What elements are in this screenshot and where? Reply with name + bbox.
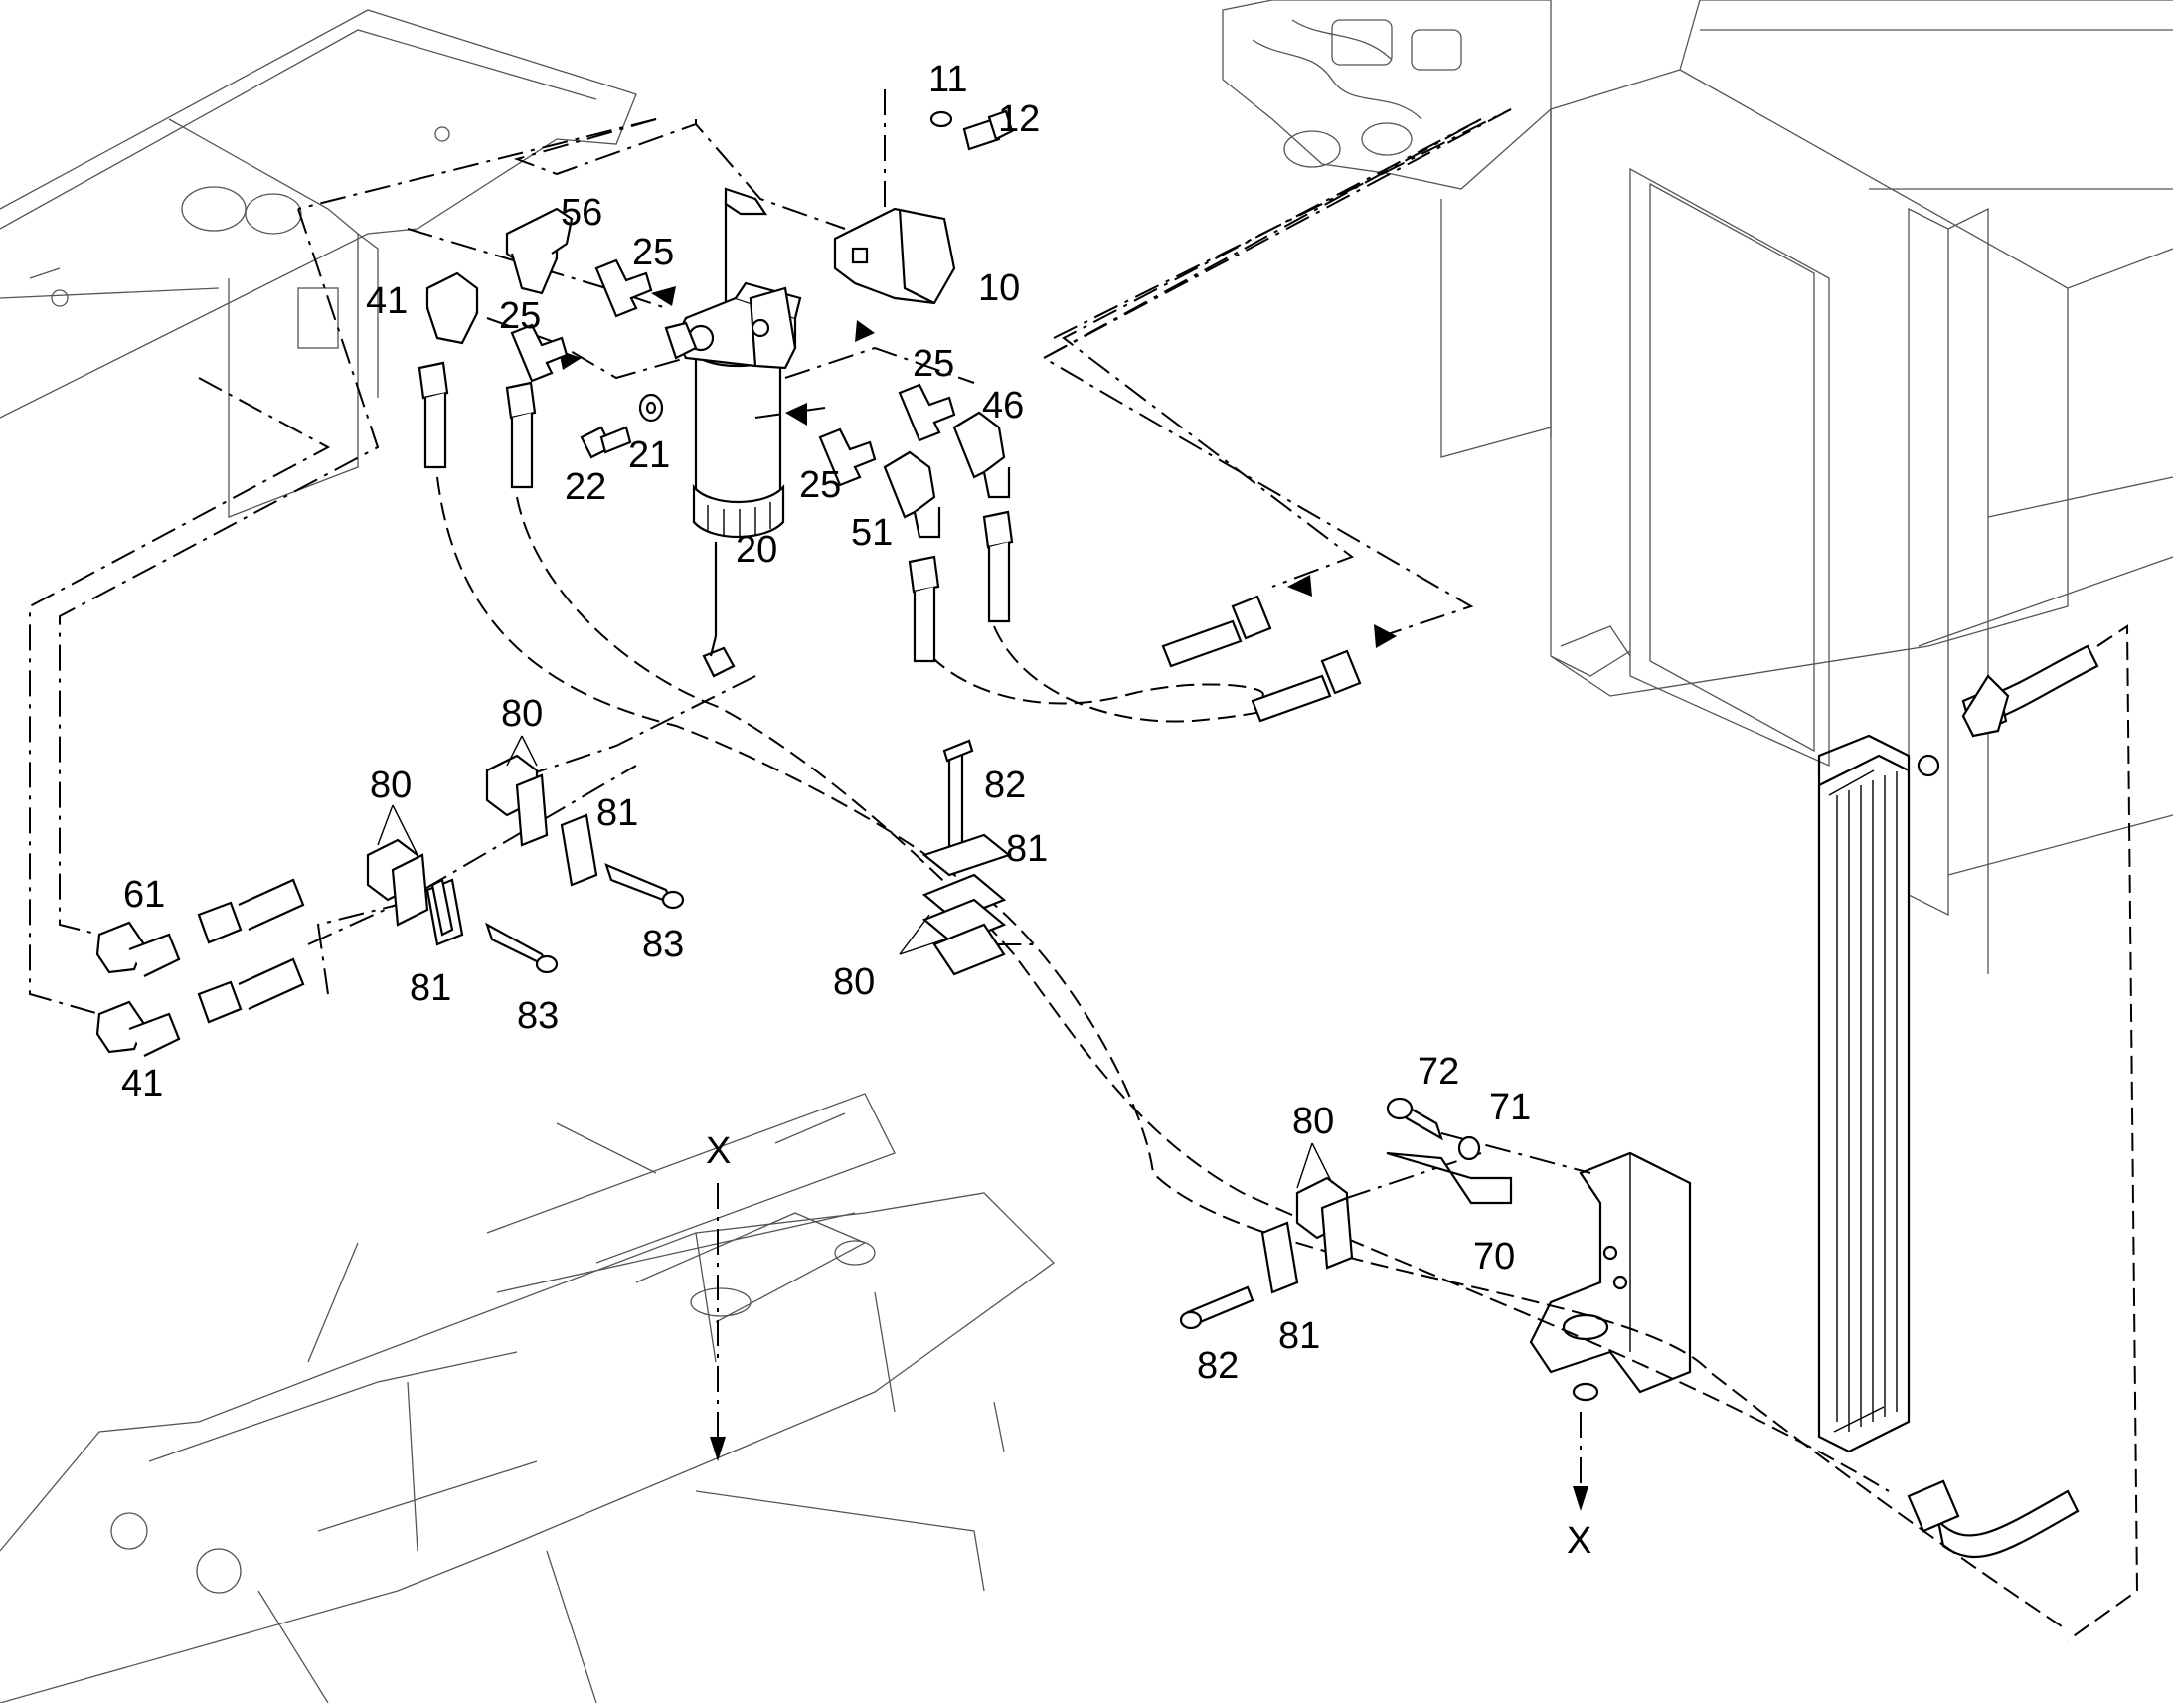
label-x-top: X xyxy=(706,1130,731,1172)
label-51: 51 xyxy=(851,512,893,554)
oil-cooler xyxy=(1817,734,1940,1453)
leader-lines xyxy=(29,89,2139,1641)
fuel-filter xyxy=(664,187,802,678)
label-41-top: 41 xyxy=(366,280,408,322)
cooler-bottom-hose xyxy=(1907,1479,2080,1559)
label-x-bottom: X xyxy=(1567,1520,1591,1562)
label-80-a: 80 xyxy=(370,765,412,806)
elbow-56 xyxy=(505,207,574,295)
hose-ends-middle xyxy=(1161,595,1362,723)
adapters-25 xyxy=(510,258,956,487)
x-arrows xyxy=(710,1437,1588,1511)
label-70: 70 xyxy=(1473,1236,1515,1278)
label-61: 61 xyxy=(123,874,165,916)
bolt-22-washer-21 xyxy=(580,393,664,459)
label-80-d: 80 xyxy=(1292,1101,1334,1142)
label-56: 56 xyxy=(561,192,602,234)
label-83-a: 83 xyxy=(642,924,684,965)
label-25-a: 25 xyxy=(632,232,674,273)
engine-radiator-assembly xyxy=(1222,0,2173,974)
label-71: 71 xyxy=(1489,1087,1531,1128)
elbows-46-51 xyxy=(883,411,1011,539)
label-25-b: 25 xyxy=(499,295,541,337)
clamp-group-left xyxy=(366,754,685,974)
label-10: 10 xyxy=(978,267,1020,309)
label-pointers xyxy=(377,735,1333,1189)
elbow-41-top xyxy=(425,271,479,345)
mounting-bracket xyxy=(1529,1151,1692,1402)
cooler-top-hose xyxy=(1961,644,2099,738)
cover-bracket xyxy=(833,109,1014,305)
label-83-b: 83 xyxy=(517,995,559,1037)
label-25-c: 25 xyxy=(913,343,954,385)
label-21: 21 xyxy=(628,434,670,476)
label-46: 46 xyxy=(982,385,1024,427)
label-81-b: 81 xyxy=(410,967,451,1009)
machine-body-left xyxy=(0,9,637,518)
hose-ends-top xyxy=(418,361,1014,663)
part-labels: 10 11 12 20 21 22 25 25 25 25 41 41 46 5… xyxy=(121,59,1591,1562)
label-81-a: 81 xyxy=(596,792,638,834)
chassis-frame xyxy=(0,1093,1055,1704)
label-25-d: 25 xyxy=(799,464,841,506)
label-81-c: 81 xyxy=(1006,828,1048,870)
label-81-d: 81 xyxy=(1278,1315,1320,1357)
label-82-b: 82 xyxy=(1197,1345,1239,1387)
label-72: 72 xyxy=(1418,1051,1459,1093)
label-41-bottom: 41 xyxy=(121,1063,163,1105)
label-11: 11 xyxy=(928,59,967,100)
label-80-b: 80 xyxy=(501,693,543,735)
label-22: 22 xyxy=(565,466,606,508)
label-12: 12 xyxy=(998,98,1040,140)
elbow-61-hose xyxy=(95,878,305,977)
label-82-a: 82 xyxy=(984,765,1026,806)
clamp-group-center xyxy=(921,739,1012,976)
label-20: 20 xyxy=(736,529,777,571)
elbow-41-hose xyxy=(95,957,305,1057)
clamp-group-right xyxy=(1179,1097,1513,1330)
label-80-c: 80 xyxy=(833,961,875,1003)
